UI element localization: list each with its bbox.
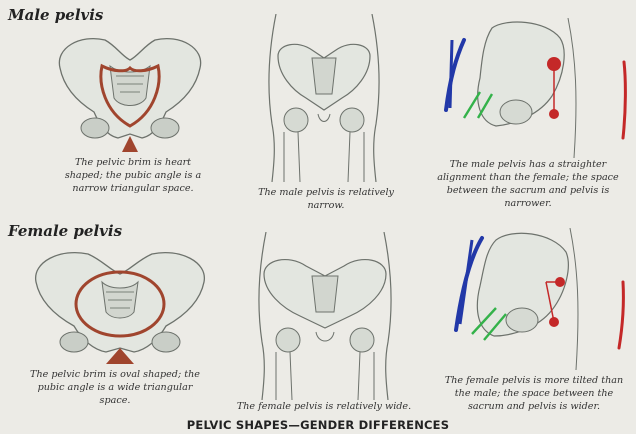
male-side-caption: The male pelvis has a straighter alignme…	[437, 159, 619, 209]
figure-footer-title: PELVIC SHAPES—GENDER DIFFERENCES	[186, 418, 450, 432]
female-section-title: Female pelvis	[8, 222, 123, 240]
female-front-caption: The pelvic brim is oval shaped; the pubi…	[30, 369, 200, 406]
female-pelvis-back-illustration	[258, 232, 392, 400]
male-pelvis-side-illustration	[444, 18, 577, 158]
female-pelvis-front-illustration	[35, 252, 205, 364]
red-annotation-mark-top	[621, 60, 627, 140]
red-annotation-mark-bottom	[617, 280, 625, 350]
female-pelvis-side-illustration	[454, 228, 579, 370]
male-back-caption: The male pelvis is relatively narrow.	[258, 187, 394, 211]
male-front-caption: The pelvic brim is heart shaped; the pub…	[64, 157, 202, 194]
female-back-caption: The female pelvis is relatively wide.	[236, 401, 412, 412]
male-pelvis-front-illustration	[58, 38, 202, 152]
male-pelvis-back-illustration	[268, 14, 380, 182]
female-side-caption: The female pelvis is more tilted than th…	[444, 375, 624, 412]
male-section-title: Male pelvis	[8, 6, 104, 24]
